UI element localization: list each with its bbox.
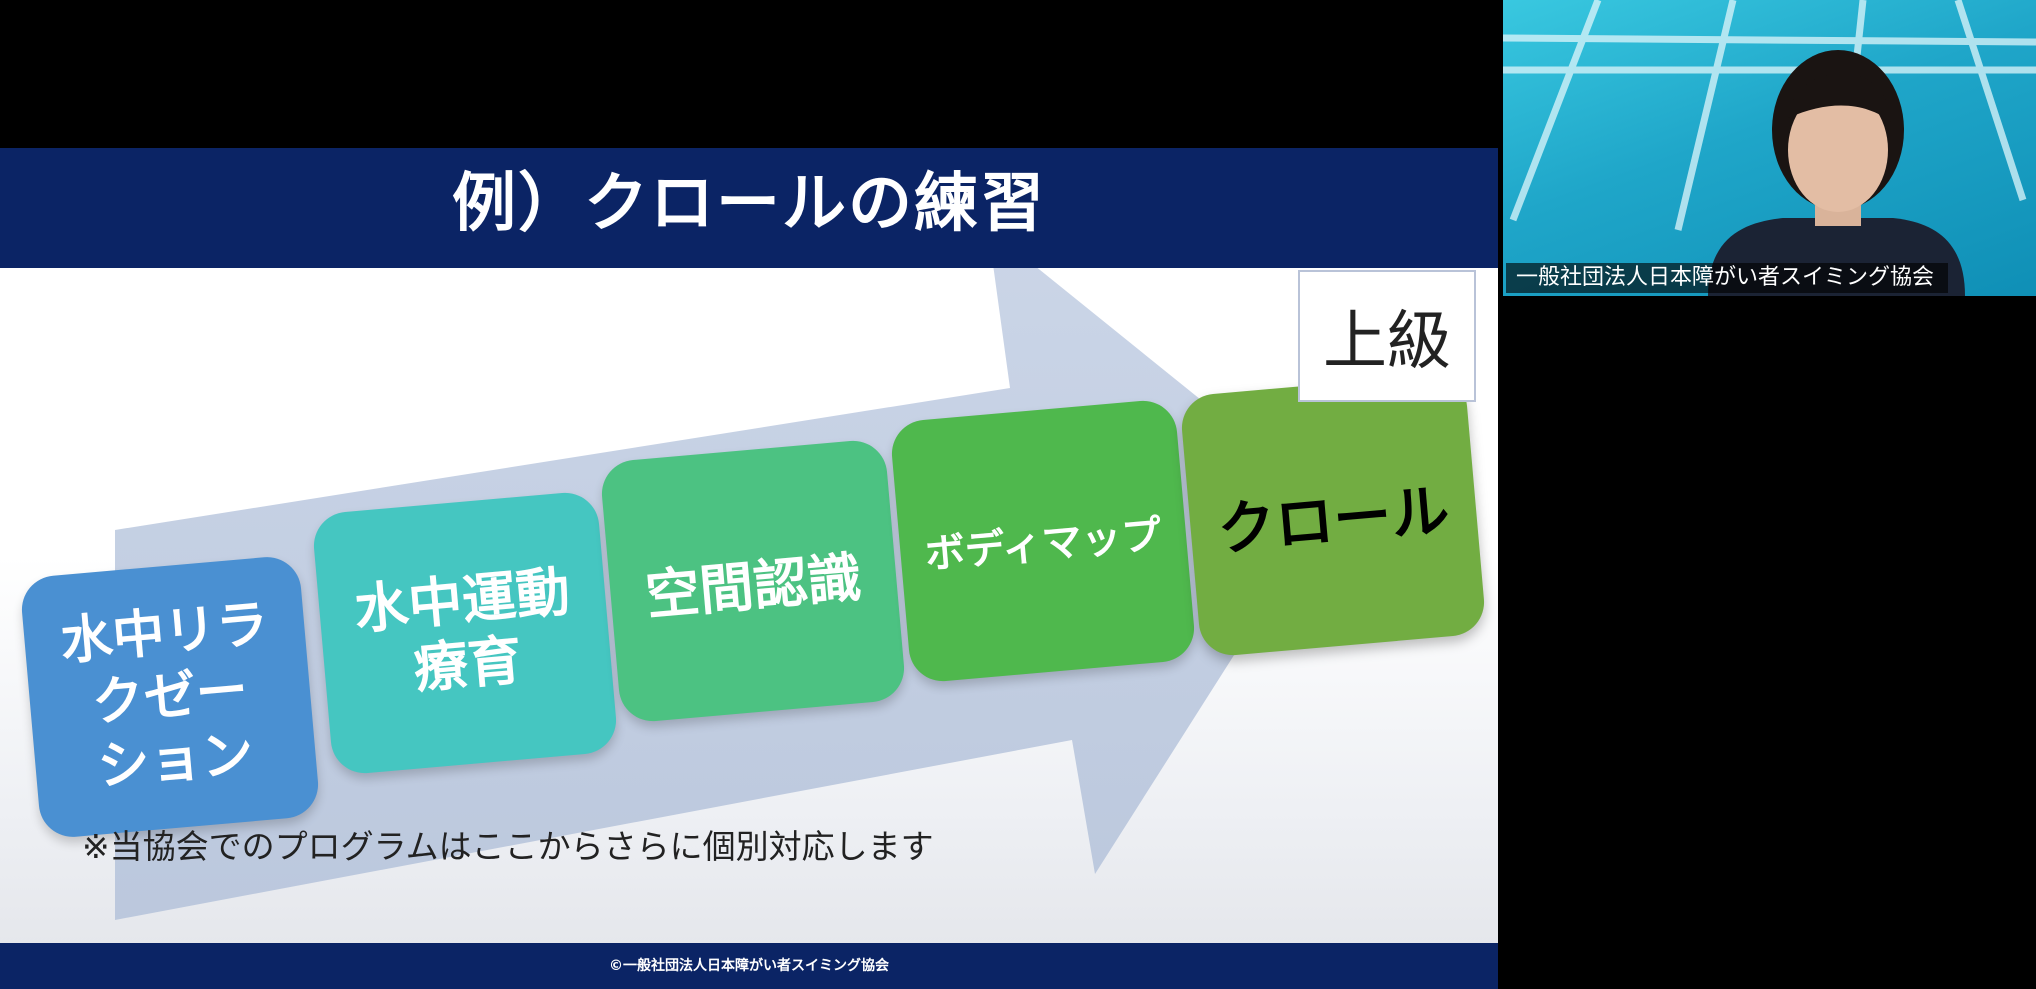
participant-name-tag: 一般社団法人日本障がい者スイミング協会 xyxy=(1506,263,1949,293)
participant-video[interactable] xyxy=(1503,0,2036,296)
step-crawl: クロール xyxy=(1179,372,1487,658)
slide-footer: ©一般社団法人日本障がい者スイミング協会 xyxy=(609,958,889,974)
slide-title: 例）クロールの練習 xyxy=(452,167,1046,241)
level-label: 上級 xyxy=(1298,270,1476,402)
step-spatial-awareness: 空間認識 xyxy=(599,438,907,724)
step-body-map: ボディマップ xyxy=(889,398,1197,684)
step-water-relaxation: 水中リラ クゼー ション xyxy=(19,554,321,840)
shared-slide: 例）クロールの練習 水中リラ クゼー ション 水中運動 療育 空間認識 ボディマ… xyxy=(0,148,1498,989)
step-aquatic-therapy: 水中運動 療育 xyxy=(311,490,619,776)
pool-lane-lines xyxy=(1503,0,2036,296)
footer-band xyxy=(0,943,1498,989)
participant-avatar xyxy=(1708,50,1965,296)
title-band xyxy=(0,148,1498,268)
slide-note: ※当協会でのプログラムはここからさらに個別対応します xyxy=(82,827,934,866)
